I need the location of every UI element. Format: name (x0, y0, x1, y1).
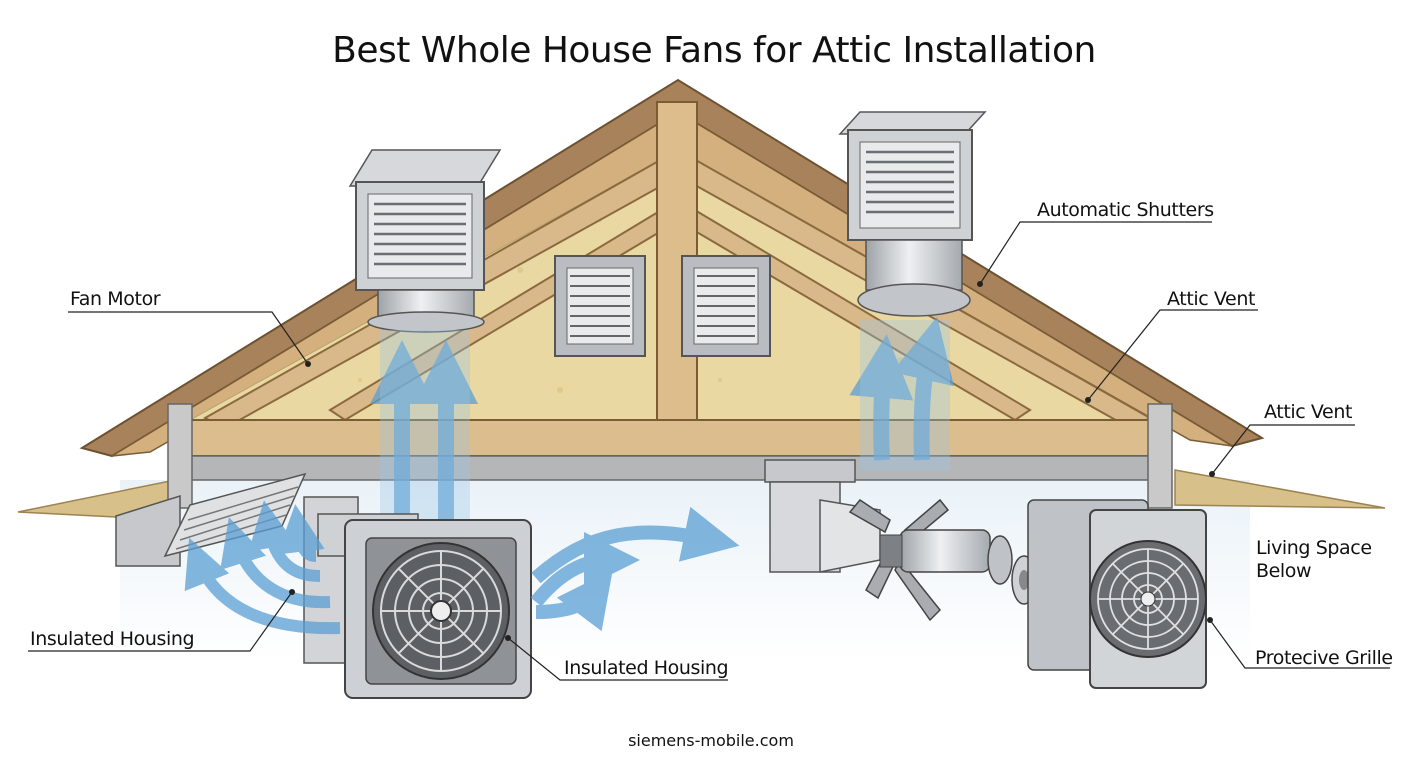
intake-airflow-arrows (184, 500, 341, 635)
label-insulated-housing-center: Insulated Housing (564, 657, 729, 679)
right-eave-ground (1174, 469, 1386, 509)
gable-vent-left (554, 255, 646, 357)
ceiling-slab (179, 455, 1161, 481)
right-roof-exhaust-hood (838, 111, 987, 317)
soffit-intake-grille (115, 472, 307, 567)
label-automatic-shutters: Automatic Shutters (1037, 199, 1214, 221)
protective-grille-unit (1027, 499, 1207, 689)
leader-dots (289, 281, 1215, 641)
page-title: Best Whole House Fans for Attic Installa… (332, 30, 1096, 71)
right-wall-stud (1147, 403, 1173, 509)
exhaust-airflow-arrows (530, 506, 740, 632)
left-wall-stud (167, 403, 193, 509)
footer-source: siemens-mobile.com (628, 731, 794, 750)
ceiling-beam (174, 419, 1166, 457)
main-fan-unit (303, 496, 532, 699)
label-fan-motor: Fan Motor (70, 288, 161, 310)
label-insulated-housing-left: Insulated Housing (30, 628, 195, 650)
airflow-column-haze (380, 320, 950, 520)
label-attic-vent-upper: Attic Vent (1167, 288, 1256, 310)
gable-vent-right (681, 255, 771, 357)
left-roof-exhaust-hood (348, 149, 502, 333)
label-attic-vent-lower: Attic Vent (1264, 401, 1353, 423)
label-protective-grille: Protecive Grille (1255, 647, 1393, 669)
leader-lines (28, 221, 1390, 681)
label-living-space-line2: Below (1256, 560, 1312, 582)
airflow-up-arrows (370, 316, 955, 520)
label-living-space-line1: Living Space (1256, 537, 1372, 559)
